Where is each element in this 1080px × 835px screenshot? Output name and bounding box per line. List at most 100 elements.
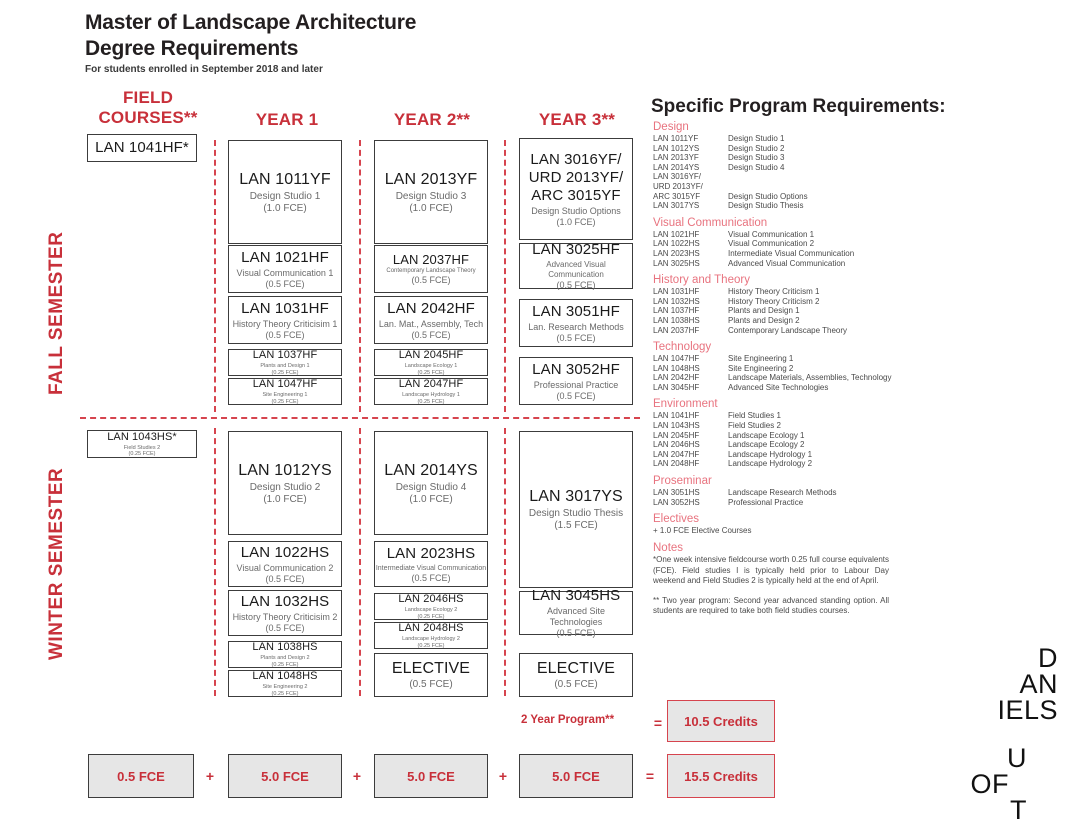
requirement-title: Landscape Materials, Assemblies, Technol…	[728, 373, 892, 383]
course-box-lan1038hs[interactable]: LAN 1038HS Plants and Design 2 (0.25 FCE…	[228, 641, 342, 668]
course-name: Intermediate Visual Communication	[375, 564, 487, 572]
requirement-row: LAN 2013YF Design Studio 3	[653, 153, 953, 163]
course-fce: (0.5 FCE)	[411, 275, 451, 285]
section-heading-electives: Electives	[653, 513, 700, 526]
course-code: LAN 1043HS*	[107, 430, 177, 443]
course-box-lan1021hf[interactable]: LAN 1021HF Visual Communication 1 (0.5 F…	[228, 245, 342, 293]
total-value: 5.0 FCE	[261, 768, 309, 784]
course-box-lan3045hs[interactable]: LAN 3045HS Advanced Site Technologies (0…	[519, 587, 633, 638]
requirement-title: Landscape Ecology 2	[728, 440, 805, 450]
course-name: Plants and Design 2	[260, 655, 310, 661]
course-name: Contemporary Landscape Theory	[386, 268, 476, 274]
requirement-title: Plants and Design 1	[728, 306, 800, 316]
divider-col-year2-year3-winter	[504, 428, 506, 696]
course-box-lan2023hs[interactable]: LAN 2023HS Intermediate Visual Communica…	[374, 541, 488, 587]
course-box-lan1032hs[interactable]: LAN 1032HS History Theory Criticisim 2 (…	[228, 590, 342, 636]
two-year-program-label: 2 Year Program**	[521, 714, 615, 726]
requirement-code: LAN 1021HF	[653, 229, 700, 239]
total-year1-fce: 5.0 FCE	[228, 754, 342, 798]
requirement-code: LAN 2014YS	[653, 162, 700, 172]
course-code: LAN 2048HS	[398, 622, 464, 634]
course-fce: (1.0 FCE)	[263, 202, 307, 214]
requirement-code: LAN 1037HF	[653, 306, 700, 316]
requirement-code: LAN 2023HS	[653, 248, 700, 258]
total-value: 10.5 Credits	[684, 713, 758, 729]
course-code: LAN 3052HF	[532, 360, 620, 378]
course-code: LAN 1032HS	[240, 592, 330, 610]
course-fce: (1.0 FCE)	[556, 216, 596, 227]
total-value: 5.0 FCE	[552, 768, 600, 784]
course-box-lan1037hf[interactable]: LAN 1037HF Plants and Design 1 (0.25 FCE…	[228, 349, 342, 376]
semester-label-fall: FALL SEMESTER	[46, 231, 67, 395]
section-heading-proseminar: Proseminar	[653, 475, 712, 488]
course-box-lan1048hs[interactable]: LAN 1048HS Site Engineering 2 (0.25 FCE)	[228, 670, 342, 697]
requirement-title	[728, 172, 953, 182]
course-box-lan3051hf[interactable]: LAN 3051HF Lan. Research Methods (0.5 FC…	[519, 299, 633, 347]
course-box-lan1012ys[interactable]: LAN 1012YS Design Studio 2 (1.0 FCE)	[228, 431, 342, 535]
course-name: History Theory Criticisim 1	[232, 318, 338, 329]
course-box-lan1043hs[interactable]: LAN 1043HS* Field Studies 2 (0.25 FCE)	[87, 430, 197, 458]
requirement-code: LAN 1012YS	[653, 143, 700, 153]
course-box-lan2037hf[interactable]: LAN 2037HF Contemporary Landscape Theory…	[374, 245, 488, 293]
course-code: LAN 3025HF	[532, 241, 620, 258]
course-name: Field Studies 2	[123, 444, 161, 451]
course-name: Landscape Ecology 2	[404, 607, 458, 613]
requirement-title: Landscape Research Methods	[728, 488, 837, 498]
requirement-title: History Theory Criticism 1	[728, 287, 820, 297]
requirement-title: Field Studies 1	[728, 411, 781, 421]
requirement-title: Advanced Visual Communication	[728, 258, 846, 268]
page-subtitle: For students enrolled in September 2018 …	[85, 64, 323, 75]
requirement-title: Design Studio 4	[728, 162, 785, 172]
course-box-lan2047hf[interactable]: LAN 2047HF Landscape Hydrology 1 (0.25 F…	[374, 378, 488, 405]
course-box-lan3052hf[interactable]: LAN 3052HF Professional Practice (0.5 FC…	[519, 357, 633, 405]
requirement-row: LAN 1037HF Plants and Design 1	[653, 306, 953, 316]
course-name: History Theory Criticisim 2	[232, 611, 338, 622]
course-code: LAN 2013YF	[384, 170, 478, 188]
course-box-lan1022hs[interactable]: LAN 1022HS Visual Communication 2 (0.5 F…	[228, 541, 342, 587]
requirement-code: LAN 3017YS	[653, 201, 700, 211]
course-code: LAN 1012YS	[238, 461, 332, 479]
course-fce: (0.25 FCE)	[271, 369, 299, 376]
course-code: LAN 2045HF	[398, 349, 464, 361]
course-box-lan3017ys[interactable]: LAN 3017YS Design Studio Thesis (1.5 FCE…	[519, 431, 633, 588]
course-box-lan1011yf[interactable]: LAN 1011YF Design Studio 1 (1.0 FCE)	[228, 140, 342, 244]
uoft-logo-line3: T	[1010, 795, 1027, 825]
course-code: LAN 1047HF	[252, 378, 318, 390]
course-box-lan2048hs[interactable]: LAN 2048HS Landscape Hydrology 2 (0.25 F…	[374, 622, 488, 649]
course-box-elective-year2[interactable]: ELECTIVE (0.5 FCE)	[374, 653, 488, 697]
course-box-lan1047hf[interactable]: LAN 1047HF Site Engineering 1 (0.25 FCE)	[228, 378, 342, 405]
course-fce: (0.25 FCE)	[417, 642, 445, 649]
requirement-title: Landscape Hydrology 2	[728, 459, 813, 469]
course-fce: (0.5 FCE)	[554, 679, 598, 690]
requirement-code: LAN 3025HS	[653, 258, 700, 268]
course-box-lan3016yf-options[interactable]: LAN 3016YF/ URD 2013YF/ ARC 3015YF Desig…	[519, 138, 633, 240]
total-value: 0.5 FCE	[117, 768, 165, 784]
requirement-code: LAN 2046HS	[653, 440, 700, 450]
course-box-lan2045hf[interactable]: LAN 2045HF Landscape Ecology 1 (0.25 FCE…	[374, 349, 488, 376]
course-fce: (0.5 FCE)	[411, 329, 451, 340]
course-box-lan2014ys[interactable]: LAN 2014YS Design Studio 4 (1.0 FCE)	[374, 431, 488, 535]
requirement-title: Design Studio 3	[728, 153, 785, 163]
course-box-lan3025hf[interactable]: LAN 3025HF Advanced Visual Communication…	[519, 241, 633, 290]
plus-operator-3: +	[498, 768, 508, 784]
requirement-title: Site Engineering 2	[728, 363, 794, 373]
course-box-lan2042hf[interactable]: LAN 2042HF Lan. Mat., Assembly, Tech (0.…	[374, 296, 488, 344]
requirement-title: Design Studio 1	[728, 134, 785, 143]
course-box-lan2046hs[interactable]: LAN 2046HS Landscape Ecology 2 (0.25 FCE…	[374, 593, 488, 620]
course-box-lan2013yf[interactable]: LAN 2013YF Design Studio 3 (1.0 FCE)	[374, 140, 488, 244]
requirement-title: Design Studio Options	[728, 191, 808, 201]
course-box-lan1041hf[interactable]: LAN 1041HF*	[87, 134, 197, 162]
course-box-elective-year3[interactable]: ELECTIVE (0.5 FCE)	[519, 653, 633, 697]
course-box-lan1031hf[interactable]: LAN 1031HF History Theory Criticisim 1 (…	[228, 296, 342, 344]
requirement-title: Plants and Design 2	[728, 315, 800, 325]
course-name: Site Engineering 1	[262, 392, 308, 398]
daniels-logo-line3: IELS	[997, 695, 1058, 725]
daniels-logo: D AN IELS	[997, 645, 1058, 725]
requirement-code: LAN 2013YF	[653, 153, 699, 163]
requirement-title: Site Engineering 1	[728, 354, 794, 364]
requirement-title: Contemporary Landscape Theory	[728, 325, 848, 335]
